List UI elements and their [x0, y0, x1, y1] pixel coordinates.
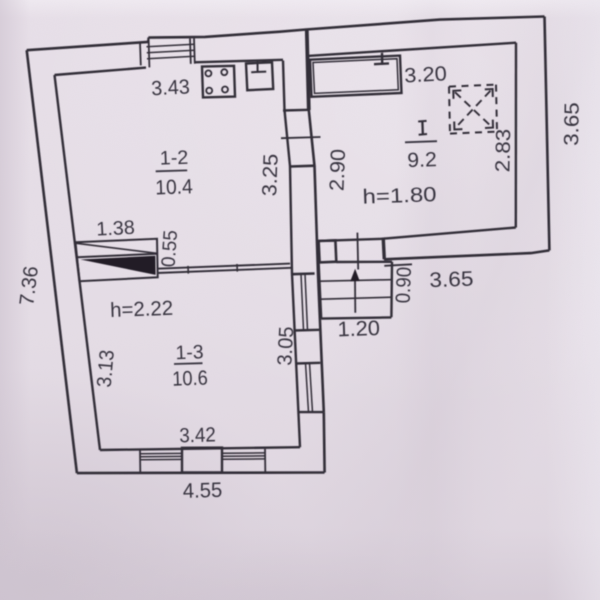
svg-text:3.05: 3.05 — [273, 326, 298, 366]
svg-text:3.13: 3.13 — [93, 349, 119, 388]
svg-text:3.43: 3.43 — [151, 75, 191, 100]
svg-text:1.20: 1.20 — [337, 317, 380, 341]
svg-text:2.83: 2.83 — [491, 129, 515, 173]
svg-text:3.42: 3.42 — [179, 423, 216, 447]
svg-text:1-2: 1-2 — [159, 147, 188, 170]
svg-text:h=2.22: h=2.22 — [110, 297, 174, 322]
svg-text:1.38: 1.38 — [96, 217, 136, 241]
svg-text:10.4: 10.4 — [155, 175, 193, 199]
svg-text:h=1.80: h=1.80 — [362, 183, 437, 209]
svg-text:7.36: 7.36 — [15, 265, 43, 307]
svg-text:1-3: 1-3 — [175, 341, 204, 364]
svg-text:0.55: 0.55 — [158, 229, 183, 268]
svg-text:3.20: 3.20 — [404, 62, 448, 87]
svg-text:3.65: 3.65 — [560, 102, 584, 146]
svg-text:0.90: 0.90 — [392, 266, 416, 303]
svg-text:3.65: 3.65 — [429, 268, 474, 293]
svg-text:9.2: 9.2 — [407, 148, 437, 172]
svg-text:4.55: 4.55 — [182, 479, 222, 503]
svg-text:2.90: 2.90 — [326, 149, 350, 192]
svg-text:10.6: 10.6 — [172, 366, 208, 390]
svg-text:3.25: 3.25 — [258, 153, 282, 196]
